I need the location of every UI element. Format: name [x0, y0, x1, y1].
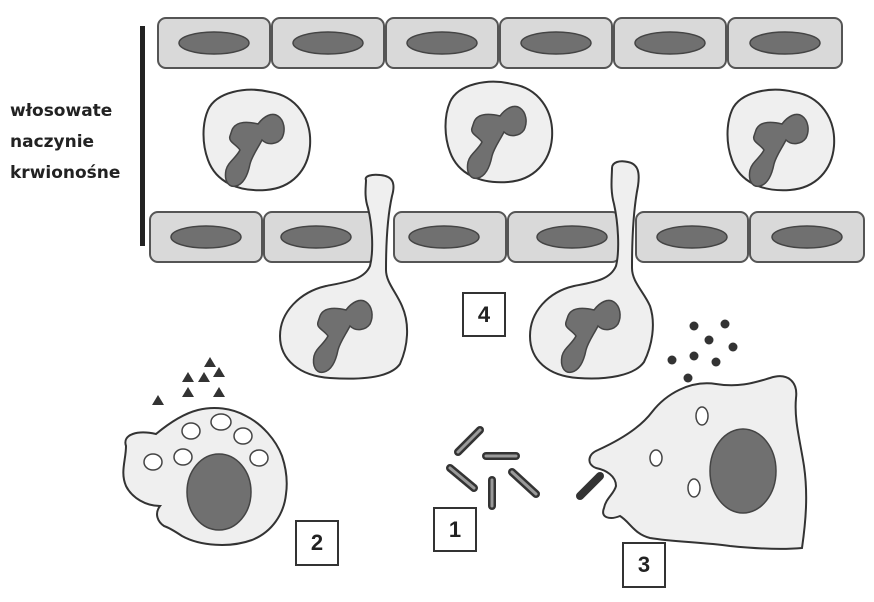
macrophage — [588, 375, 808, 550]
marker-4: 4 — [462, 292, 506, 337]
endothelial-cell — [507, 211, 621, 263]
endothelial-cell — [271, 17, 385, 69]
endothelial-cell — [635, 211, 749, 263]
endothelial-cell — [749, 211, 865, 263]
leukocyte-in-vessel — [202, 88, 312, 192]
endothelial-cell — [727, 17, 843, 69]
leukocyte-migrating-left — [278, 173, 408, 380]
marker-2: 2 — [295, 520, 339, 566]
endothelium-bottom-row — [149, 211, 865, 263]
endothelial-cell — [263, 211, 377, 263]
bacteria-rods-highlight — [448, 428, 538, 508]
granules-triangles — [152, 357, 225, 405]
endothelial-cell — [385, 17, 499, 69]
marker-3: 3 — [622, 542, 666, 588]
bacteria-rods — [446, 426, 604, 510]
vessel-label-line-1: włosowate — [10, 101, 113, 121]
leukocyte-in-vessel — [444, 80, 554, 184]
leukocyte-in-vessel — [726, 88, 836, 192]
leukocyte-migrating-right — [528, 160, 654, 380]
endothelial-cell — [393, 211, 507, 263]
vessel-label-line-3: krwionośne — [10, 163, 121, 183]
endothelial-cell — [157, 17, 271, 69]
vessel-label: włosowate naczynie krwionośne — [10, 96, 138, 189]
vessel-bracket-line — [140, 26, 145, 246]
marker-1: 1 — [433, 507, 477, 552]
endothelial-cell — [149, 211, 263, 263]
vessel-label-line-2: naczynie — [10, 132, 95, 152]
endothelial-cell — [499, 17, 613, 69]
granules-dots — [667, 319, 738, 383]
endothelium-top-row — [157, 17, 843, 69]
mast-cell — [122, 407, 288, 546]
endothelial-cell — [613, 17, 727, 69]
